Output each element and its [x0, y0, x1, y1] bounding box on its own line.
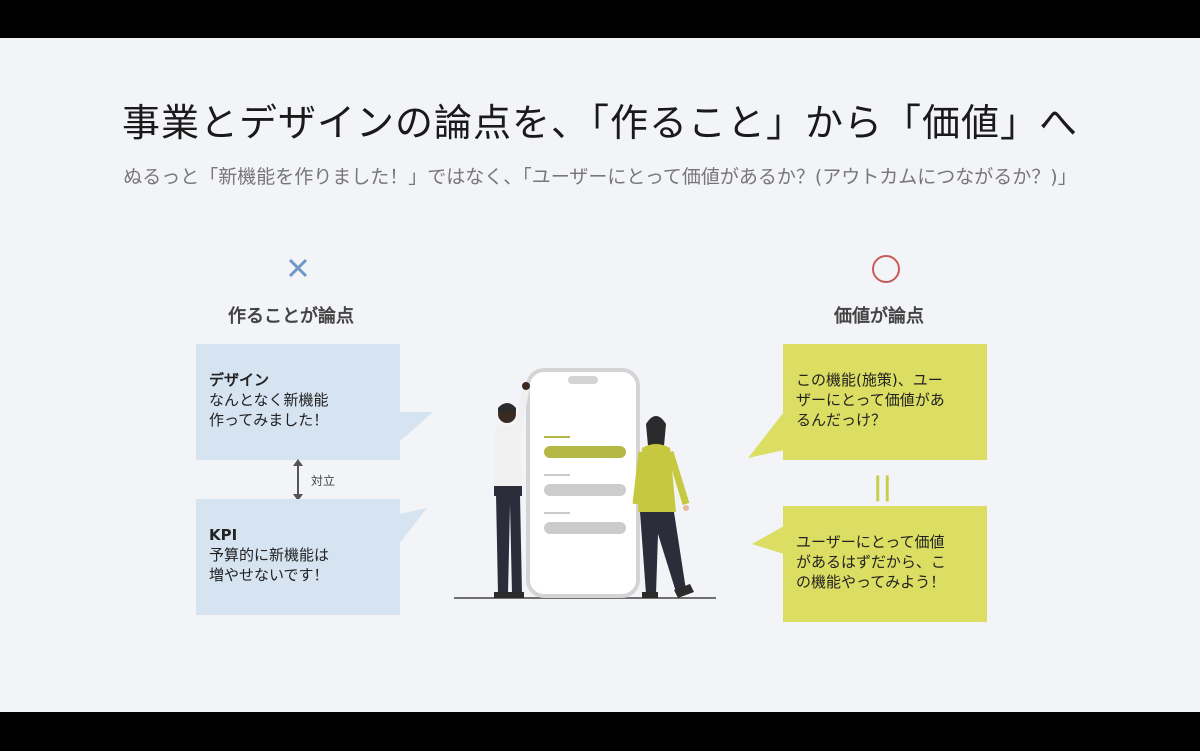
people-with-phone-illustration	[454, 368, 716, 599]
design-speech-box: デザイン なんとなく新機能 作ってみました！	[196, 344, 400, 460]
answer-line-1: ユーザーにとって価値	[796, 533, 945, 551]
design-line-1: なんとなく新機能	[209, 391, 329, 409]
design-line-2: 作ってみました！	[209, 411, 329, 429]
kpi-line-2: 増やせないです！	[209, 566, 329, 584]
equals-sign: ||	[873, 472, 892, 502]
question-speech-box: この機能(施策)、ユー ザーにとって価値があ るんだっけ？	[783, 344, 987, 460]
slide-subtitle: ぬるっと「新機能を作りました！」ではなく、「ユーザーにとって価値があるか？(アウ…	[123, 166, 1077, 188]
slide: 事業とデザインの論点を、「作ること」から「価値」へ ぬるっと「新機能を作りました…	[0, 38, 1200, 712]
slide-title: 事業とデザインの論点を、「作ること」から「価値」へ	[121, 101, 1078, 145]
kpi-speech-tail	[399, 508, 427, 544]
question-line-1: この機能(施策)、ユー	[796, 371, 943, 389]
question-line-2: ザーにとって価値があ	[796, 391, 945, 409]
circle-icon	[872, 255, 900, 283]
design-speech-tail	[399, 412, 433, 442]
answer-line-3: の機能やってみよう！	[796, 573, 946, 591]
question-speech-tail	[748, 412, 784, 458]
kpi-role-label: KPI	[209, 526, 238, 544]
kpi-speech-box: KPI 予算的に新機能は 増やせないです！	[196, 499, 400, 615]
answer-speech-tail	[752, 526, 784, 554]
answer-line-2: があるはずだから、こ	[796, 553, 946, 571]
cross-icon	[288, 258, 308, 278]
left-heading: 作ることが論点	[228, 306, 354, 327]
answer-speech-box: ユーザーにとって価値 があるはずだから、こ の機能やってみよう！	[783, 506, 987, 622]
question-line-3: るんだっけ？	[796, 411, 887, 429]
right-heading: 価値が論点	[834, 306, 924, 327]
double-arrow-icon	[293, 459, 303, 501]
kpi-line-1: 予算的に新機能は	[209, 546, 330, 564]
design-role-label: デザイン	[209, 371, 270, 389]
conflict-label: 対立	[311, 474, 336, 488]
